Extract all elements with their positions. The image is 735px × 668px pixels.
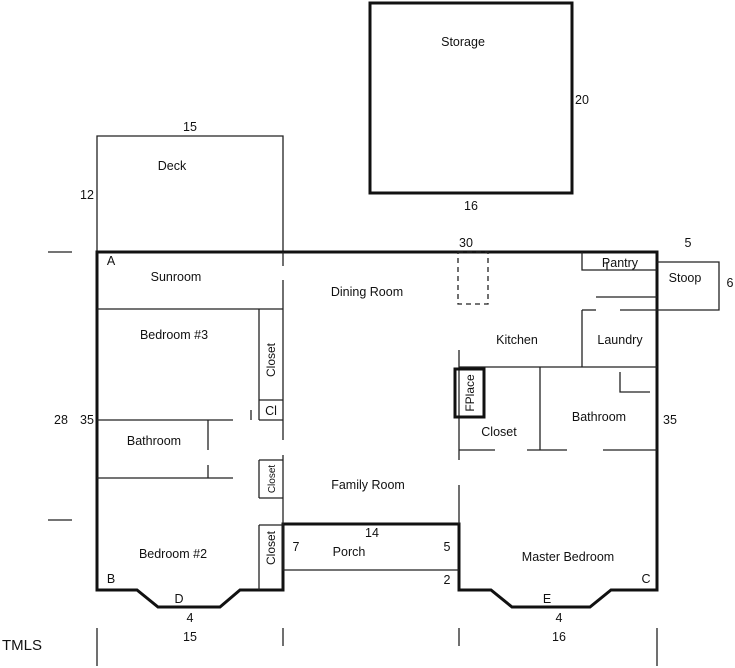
room-label-pantry: Pantry [602,256,639,270]
dimension-storage-bottom: 16 [464,199,478,213]
dashed-outline [457,251,489,305]
room-label-stoop: Stoop [669,271,702,285]
dimension-left-35: 35 [80,413,94,427]
corner-label-e: E [543,592,551,606]
deck-outline [96,135,284,252]
dimension-storage-side: 20 [575,93,589,107]
corner-label-a: A [107,254,116,268]
wall-pantry [581,252,657,271]
dimension-porch-right: 5 [444,540,451,554]
dimension-bay-left: 4 [187,611,194,625]
room-label-deck: Deck [158,159,187,173]
room-label-fireplace: FPlace [463,374,477,412]
dimension-bottom-left: 15 [183,630,197,644]
wall-bath-fixture [619,372,650,393]
room-label-porch: Porch [333,545,366,559]
dimension-left-28: 28 [54,413,68,427]
dimension-porch-left: 7 [293,540,300,554]
room-label-bedroom-2: Bedroom #2 [139,547,207,561]
dimension-porch-bottom: 2 [444,573,451,587]
dimension-stoop-top: 5 [685,236,692,250]
stoop-outline [657,261,720,311]
room-label-bedroom-3: Bedroom #3 [140,328,208,342]
dimension-bay-right: 4 [556,611,563,625]
dimension-porch-top: 14 [365,526,379,540]
dimension-bottom-right: 16 [552,630,566,644]
room-label-family-room: Family Room [331,478,405,492]
room-label-closet-bedroom-3: Closet [264,342,278,377]
room-label-closet-small: Closet [267,465,278,494]
room-label-bathroom-master: Bathroom [572,410,626,424]
room-label-closet-bedroom-2: Closet [264,530,278,565]
room-label-storage: Storage [441,35,485,49]
room-label-sunroom: Sunroom [151,270,202,284]
dimension-deck-top: 15 [183,120,197,134]
corner-label-c: C [641,572,650,586]
room-label-bathroom-hall: Bathroom [127,434,181,448]
fireplace [453,367,486,419]
watermark-text: TMLS [2,637,42,654]
dimension-right-35: 35 [663,413,677,427]
dimension-house-top: 30 [459,236,473,250]
room-label-dining-room: Dining Room [331,285,403,299]
storage-outline [368,1,574,195]
room-label-master-bedroom: Master Bedroom [522,550,614,564]
room-label-closet-hall: Closet [481,425,517,439]
dimension-stoop-side: 6 [727,276,734,290]
corner-label-d: D [174,592,183,606]
dimension-deck-side: 12 [80,188,94,202]
room-label-cl: Cl [265,404,277,418]
porch-outline [282,524,459,571]
room-label-kitchen: Kitchen [496,333,538,347]
room-label-laundry: Laundry [597,333,643,347]
corner-label-b: B [107,572,115,586]
